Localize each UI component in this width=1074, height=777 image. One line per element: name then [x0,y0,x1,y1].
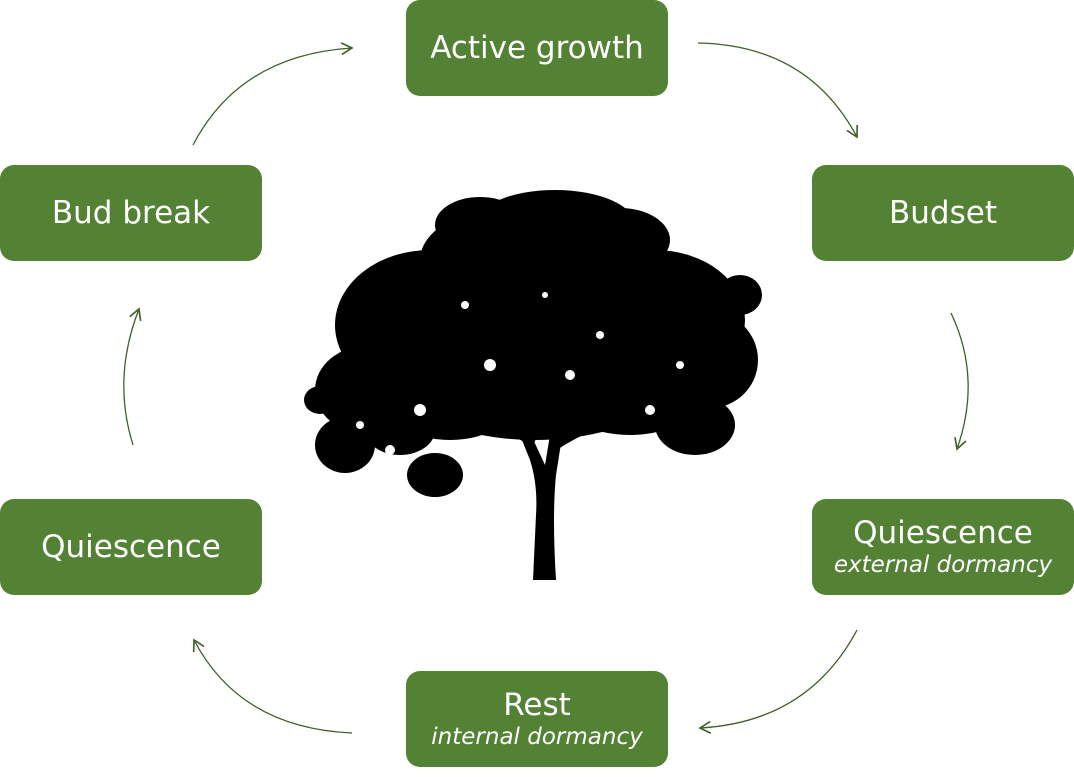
stage-title: Rest [503,687,571,723]
arrow-quiescence-external-to-rest [698,629,858,734]
stage-title: Quiescence [853,515,1033,551]
stage-title: Active growth [430,30,644,66]
stage-subtitle: internal dormancy [431,724,643,750]
arrow-active-to-budset [697,42,859,139]
stage-subtitle: external dormancy [833,552,1053,578]
arrow-budset-to-quiescence-external [950,312,969,451]
stage-quiescence-external-dormancy: Quiescence external dormancy [812,499,1074,595]
stage-budset: Budset [812,165,1074,261]
stage-title: Bud break [51,195,211,231]
stage-quiescence: Quiescence [0,499,262,595]
stage-active-growth: Active growth [406,0,668,96]
stage-title: Quiescence [41,529,221,565]
arrow-rest-to-quiescence [192,638,353,734]
arrow-quiescence-to-budbreak [123,307,142,446]
arrow-budbreak-to-active [192,42,354,146]
stage-title: Budset [889,195,997,231]
stage-bud-break: Bud break [0,165,262,261]
stage-rest: Rest internal dormancy [406,671,668,767]
tree-silhouette-icon [304,190,762,580]
